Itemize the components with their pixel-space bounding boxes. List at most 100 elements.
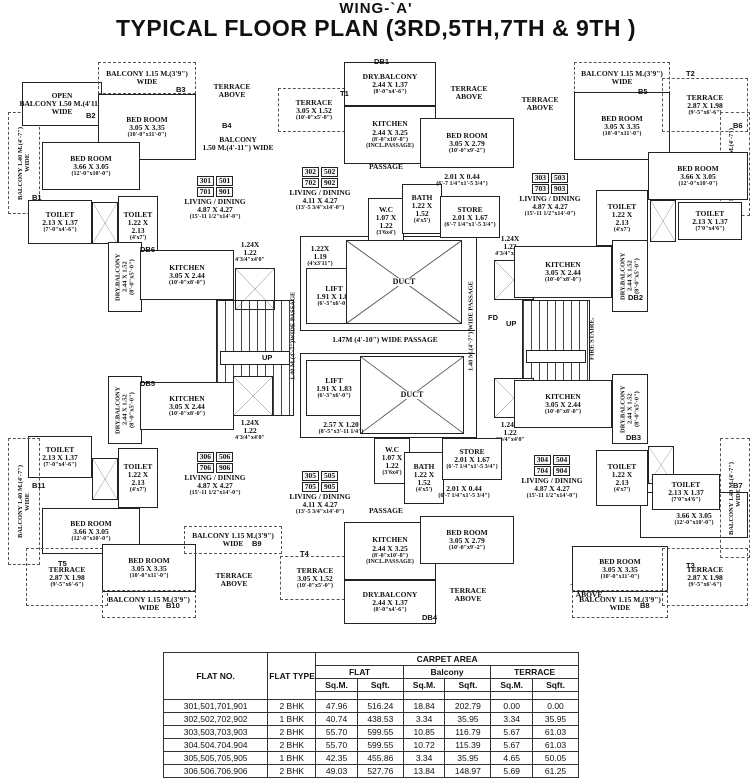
flat-number: 904 <box>553 465 571 476</box>
table-cell: 35.95 <box>532 712 579 726</box>
unit-sqm: Sq.M. <box>490 678 534 692</box>
flat-number: 905 <box>321 481 339 492</box>
table-cell: 35.95 <box>444 712 492 726</box>
table-cell: 10.85 <box>402 725 446 739</box>
balcony-b3: BALCONY 1.15 M.(3'9")WIDE <box>98 62 196 94</box>
table-cell: 306.506.706.906 <box>162 764 269 778</box>
col-group-flat: FLAT <box>315 665 404 679</box>
flat-number: 702 <box>301 177 319 188</box>
col-group-terrace: TERRACE <box>490 665 579 679</box>
marker-t3: T3 <box>686 561 695 570</box>
table-cell: 50.05 <box>532 751 579 765</box>
table-cell: 1 BHK <box>267 751 317 765</box>
table-cell: 303,503,703,903 <box>162 725 269 739</box>
marker-t2: T2 <box>686 69 695 78</box>
table-cell: 1 BHK <box>267 712 317 726</box>
table-cell: 599.55 <box>356 738 404 752</box>
flat-number: 701 <box>196 186 214 197</box>
flat-number: 706 <box>196 462 214 473</box>
unit-sqft: Sqft. <box>444 678 492 692</box>
table-cell: 455.86 <box>356 751 404 765</box>
marker-db4: DB4 <box>422 613 438 622</box>
marker-b3: B3 <box>176 85 186 94</box>
label-201x044-bottom: 2.01 X 0.44(6'-7 1/4"x1'-5 3/4") <box>438 483 490 499</box>
marker-up-right: UP <box>506 319 517 328</box>
duct-big-top: DUCT <box>346 240 462 324</box>
passage-top-label: PASSAGE <box>368 162 404 172</box>
table-cell: 599.55 <box>356 725 404 739</box>
table-cell: 516.24 <box>356 699 404 713</box>
table-cell: 305,505,705,905 <box>162 751 269 765</box>
flat-number: 302 <box>301 166 319 177</box>
marker-db3: DB3 <box>626 433 642 442</box>
table-cell: 304.504.704.904 <box>162 738 269 752</box>
flat-number: 303 <box>531 172 549 183</box>
table-cell: 61.25 <box>532 764 579 778</box>
marker-b8: B8 <box>640 601 650 610</box>
central-passage-outline <box>300 330 475 354</box>
table-cell: 115.39 <box>444 738 492 752</box>
table-cell: 2 BHK <box>267 764 317 778</box>
flat-number: 901 <box>216 186 234 197</box>
wing-title: WING-`A' <box>339 0 413 17</box>
marker-db6: DB6 <box>140 245 156 254</box>
col-carpet-area: CARPET AREA <box>315 652 579 666</box>
table-cell: 35.95 <box>444 751 492 765</box>
flat-number: 705 <box>301 481 319 492</box>
flat-number: 305 <box>301 470 319 481</box>
passage-bottom-label: PASSAGE <box>368 506 404 516</box>
col-group-balcony: Balcony <box>402 665 492 679</box>
spacer-row <box>164 691 579 700</box>
flat-number: 505 <box>321 470 339 481</box>
table-cell: 40.74 <box>315 712 358 726</box>
balcony-b8: BALCONY 1.15 M.(3'9")WIDE <box>572 590 668 618</box>
table-cell: 55.70 <box>315 738 358 752</box>
table-cell: 527.76 <box>356 764 404 778</box>
duct-x-3 <box>233 376 273 416</box>
marker-t4: T4 <box>300 549 309 558</box>
balcony-b9: BALCONY 1.15 M.(3'9")WIDE <box>184 526 282 554</box>
flat-number: 301 <box>196 175 214 186</box>
col-flat-type: FLAT TYPE <box>267 652 317 700</box>
passage-right-vertical: 1.40 M.(4'-7") WIDE PASSAGE <box>467 281 475 371</box>
flat-number: 506 <box>216 451 234 462</box>
table-cell: 5.67 <box>490 725 534 739</box>
table-cell: 0.00 <box>490 699 534 713</box>
table-cell: 438.53 <box>356 712 404 726</box>
marker-t5: T5 <box>58 559 67 568</box>
table-cell: 2 BHK <box>267 699 317 713</box>
marker-fd: FD <box>488 313 498 322</box>
table-cell: 202.79 <box>444 699 492 713</box>
label-257x120: 2.57 X 1.20(8'-5"x3'-11 1/4") <box>318 419 364 435</box>
balcony-b7: BALCONY 1.40 M.(4'-7")WIDE <box>720 438 750 558</box>
flat-number: 502 <box>321 166 339 177</box>
marker-b5: B5 <box>638 87 648 96</box>
